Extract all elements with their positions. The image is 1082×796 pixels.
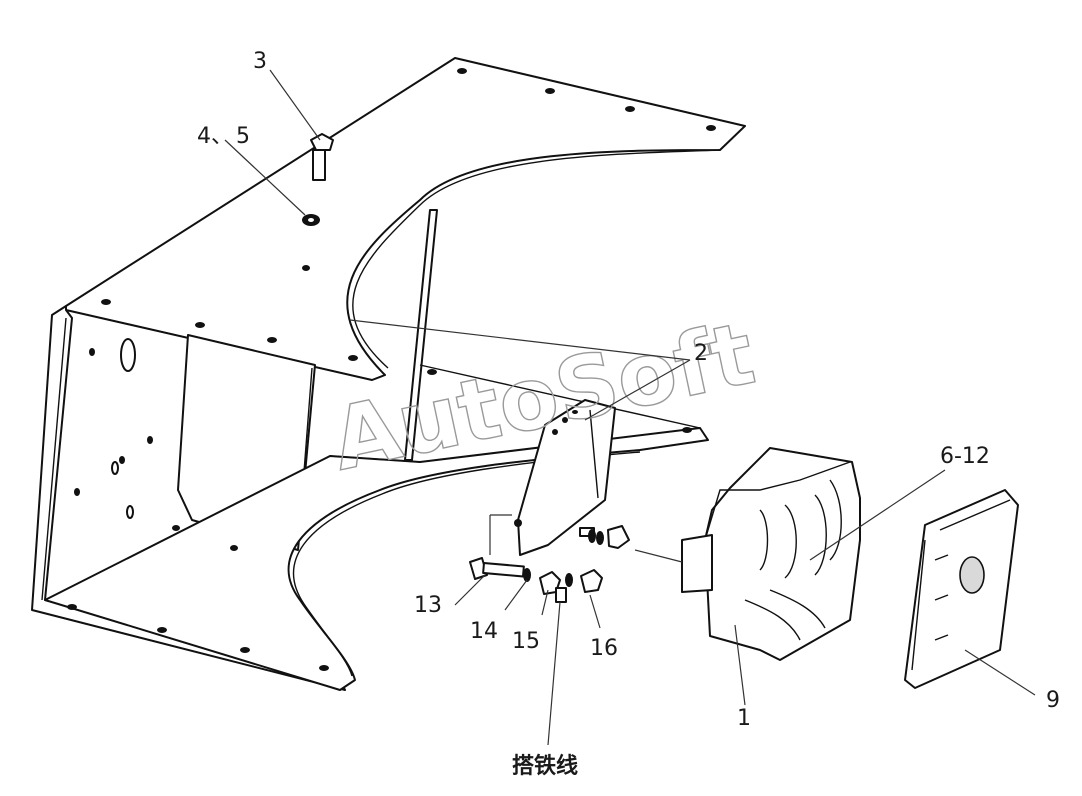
- label-part-2: 2: [694, 341, 708, 366]
- label-ground-wire: 搭铁线: [512, 753, 578, 779]
- label-part-16: 16: [590, 636, 618, 661]
- label-part-1: 1: [737, 706, 751, 731]
- label-part-3: 3: [253, 49, 267, 74]
- bracket-top-plate: [65, 57, 746, 381]
- mounting-plate: [514, 399, 616, 556]
- label-part-15: 15: [512, 629, 540, 654]
- label-part-4: 4、: [197, 124, 233, 149]
- label-part-6-12: 6-12: [940, 444, 990, 469]
- label-part-9: 9: [1046, 688, 1060, 713]
- fasteners: [469, 525, 630, 603]
- label-part-13: 13: [414, 593, 442, 618]
- cover-part-9: [904, 489, 1019, 689]
- label-part-14: 14: [470, 619, 498, 644]
- label-part-5: 5: [236, 124, 250, 149]
- housing-part-1: [681, 447, 861, 661]
- bolt-assembly: [302, 133, 334, 226]
- main-bracket: [31, 57, 746, 691]
- bracket-back-panel: [404, 209, 438, 461]
